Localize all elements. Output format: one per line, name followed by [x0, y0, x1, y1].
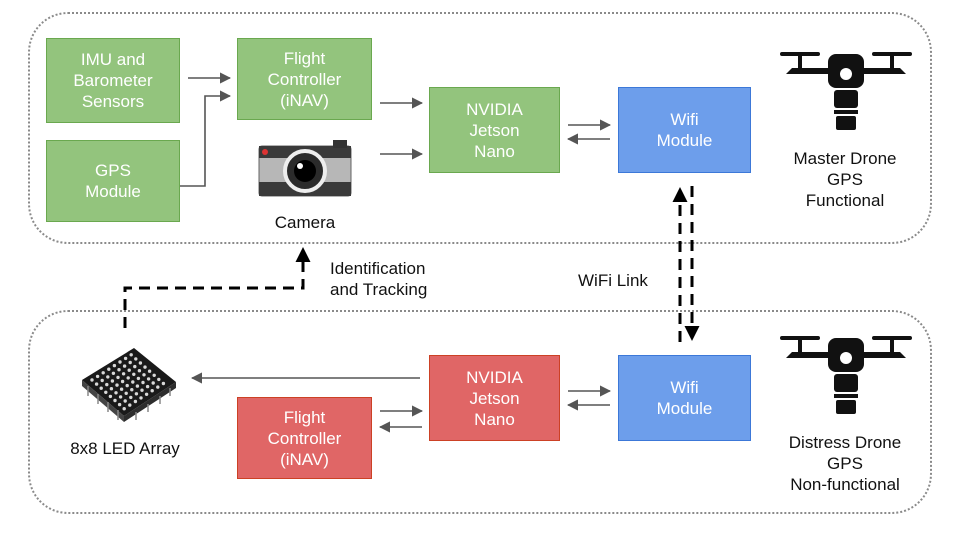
- led-dot: [125, 383, 129, 388]
- distress-jetson-nano-block: NVIDIA Jetson Nano: [429, 355, 560, 441]
- led-dot: [140, 388, 144, 392]
- distress-flight-controller-block: Flight Controller (iNAV): [237, 397, 372, 479]
- led-dot: [109, 387, 114, 391]
- led-dot: [151, 381, 155, 385]
- master-flight-controller-block: Flight Controller (iNAV): [237, 38, 372, 120]
- camera-icon: [255, 136, 355, 198]
- led-dot: [115, 383, 119, 387]
- led-dot: [117, 368, 121, 372]
- led-dot: [112, 363, 117, 368]
- led-dot: [138, 361, 143, 365]
- led-dot: [118, 395, 123, 399]
- led-dot: [113, 398, 117, 403]
- led-dot: [122, 407, 126, 411]
- imu-barometer-block: IMU and Barometer Sensors: [46, 38, 180, 123]
- led-array-label: 8x8 LED Array: [70, 439, 180, 458]
- distress-wifi-module-block: Wifi Module: [618, 355, 751, 441]
- drone-icon: [778, 46, 914, 136]
- led-dot: [133, 399, 138, 404]
- master-drone-caption: Master Drone GPS Functional: [793, 149, 897, 210]
- led-dot: [124, 391, 128, 395]
- led-dot: [156, 385, 160, 389]
- arrow-gps-to-fc: [180, 90, 232, 187]
- led-dot: [106, 375, 110, 379]
- led-dot: [161, 381, 166, 386]
- led-dot: [144, 392, 149, 396]
- led-dot: [136, 376, 141, 381]
- led-dot: [123, 399, 127, 403]
- led-dot: [108, 394, 113, 399]
- led-dot: [99, 386, 103, 390]
- led-dot: [139, 396, 143, 400]
- master-drone-group: [28, 12, 932, 244]
- led-dot: [107, 367, 111, 371]
- led-dot: [104, 390, 108, 394]
- led-dot: [135, 384, 140, 388]
- led-dot: [145, 384, 150, 389]
- drone-icon: [778, 330, 914, 420]
- led-dot: [105, 382, 109, 387]
- tracking-link-line: [123, 247, 311, 328]
- led-dot: [90, 378, 94, 382]
- led-dot: [141, 380, 145, 385]
- led-dot: [122, 364, 127, 368]
- led-dot: [94, 382, 99, 386]
- led-dot: [116, 375, 120, 380]
- camera-label: Camera: [274, 213, 336, 232]
- led-dot: [123, 356, 128, 361]
- led-dot: [119, 387, 124, 391]
- led-dot: [130, 388, 134, 392]
- master-jetson-nano-block: NVIDIA Jetson Nano: [429, 87, 560, 173]
- led-dot: [126, 376, 130, 380]
- led-dot: [142, 373, 146, 377]
- led-dot: [114, 391, 118, 395]
- led-dot: [120, 379, 125, 384]
- led-dot: [129, 353, 133, 357]
- led-dot: [129, 395, 133, 400]
- led-dot: [111, 371, 116, 375]
- led-dot: [117, 402, 122, 407]
- led-dot: [137, 369, 142, 373]
- led-dot: [118, 360, 122, 364]
- led-dot: [133, 364, 137, 369]
- gps-module-block: GPS Module: [46, 140, 180, 222]
- wifi-link-label: WiFi Link: [578, 271, 648, 290]
- led-dot: [127, 368, 131, 372]
- led-dot: [152, 373, 156, 377]
- led-dot: [134, 357, 138, 361]
- led-dot: [143, 365, 147, 369]
- led-dot: [121, 372, 126, 376]
- led-dot: [128, 360, 132, 365]
- led-dot: [128, 403, 132, 407]
- led-matrix-icon: [76, 342, 180, 424]
- led-dot: [110, 379, 115, 383]
- led-dot: [147, 369, 152, 373]
- led-dot: [150, 389, 154, 393]
- master-wifi-module-block: Wifi Module: [618, 87, 751, 173]
- distress-drone-caption: Distress Drone GPS Non-functional: [788, 433, 902, 494]
- identification-tracking-label: Identification and Tracking: [330, 259, 428, 299]
- led-dot: [100, 378, 104, 383]
- led-dot: [131, 380, 135, 384]
- led-dot: [157, 377, 161, 382]
- distress-drone-group: [28, 310, 932, 514]
- led-dot: [134, 392, 139, 396]
- led-dot: [132, 372, 136, 376]
- led-dot: [146, 377, 151, 381]
- led-dot: [101, 371, 105, 375]
- led-dot: [95, 374, 100, 379]
